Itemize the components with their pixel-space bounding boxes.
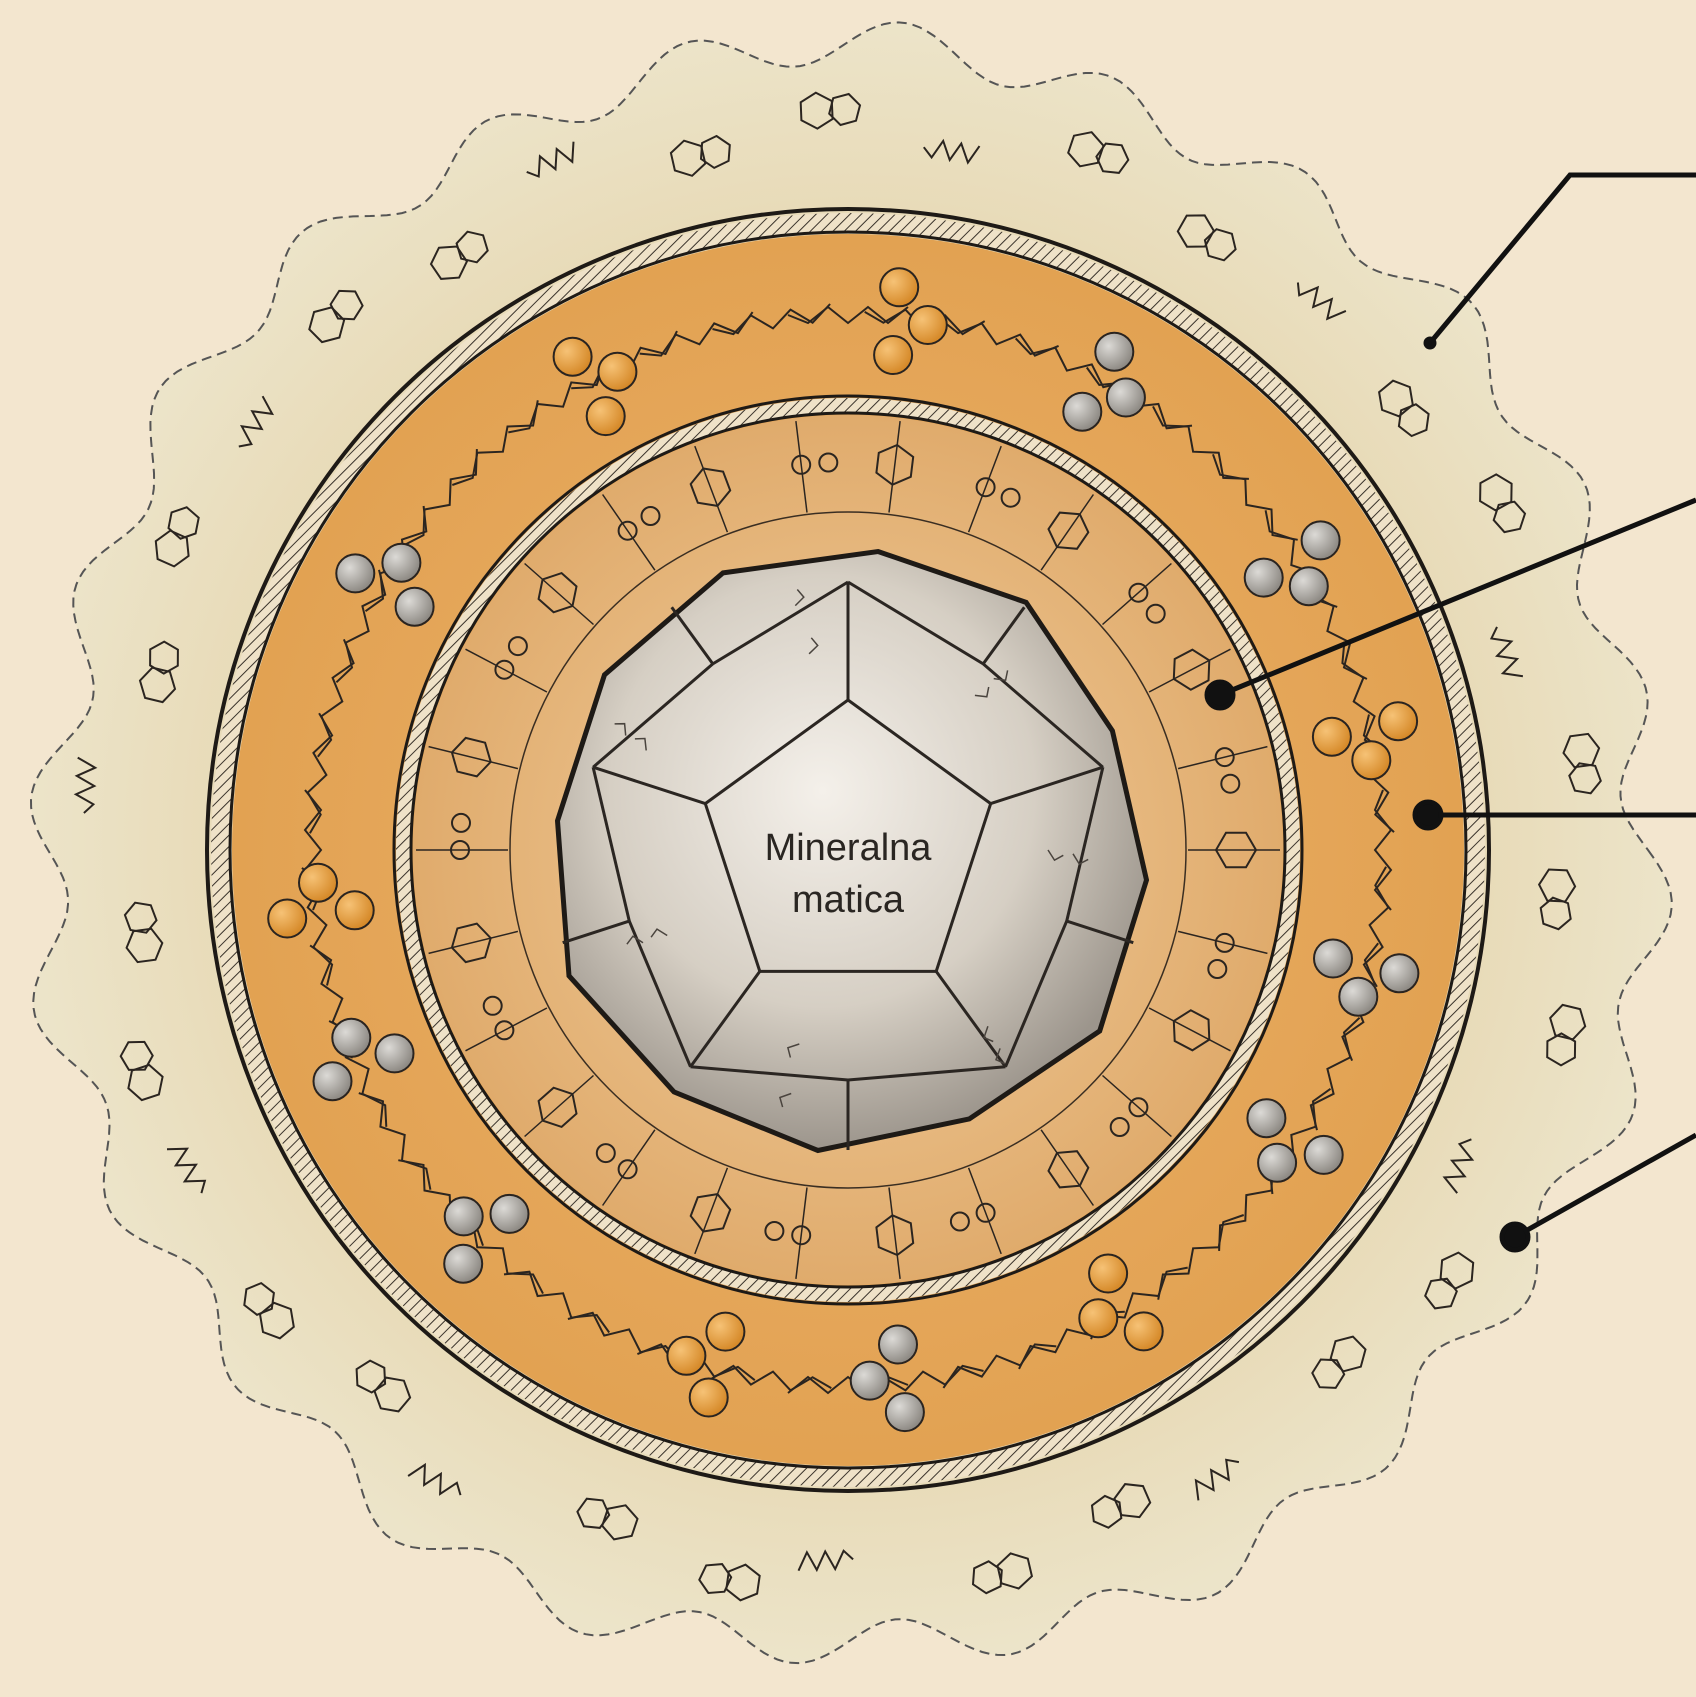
core-label-line2: matica <box>792 879 905 921</box>
core-label-line1: Mineralna <box>765 827 933 869</box>
